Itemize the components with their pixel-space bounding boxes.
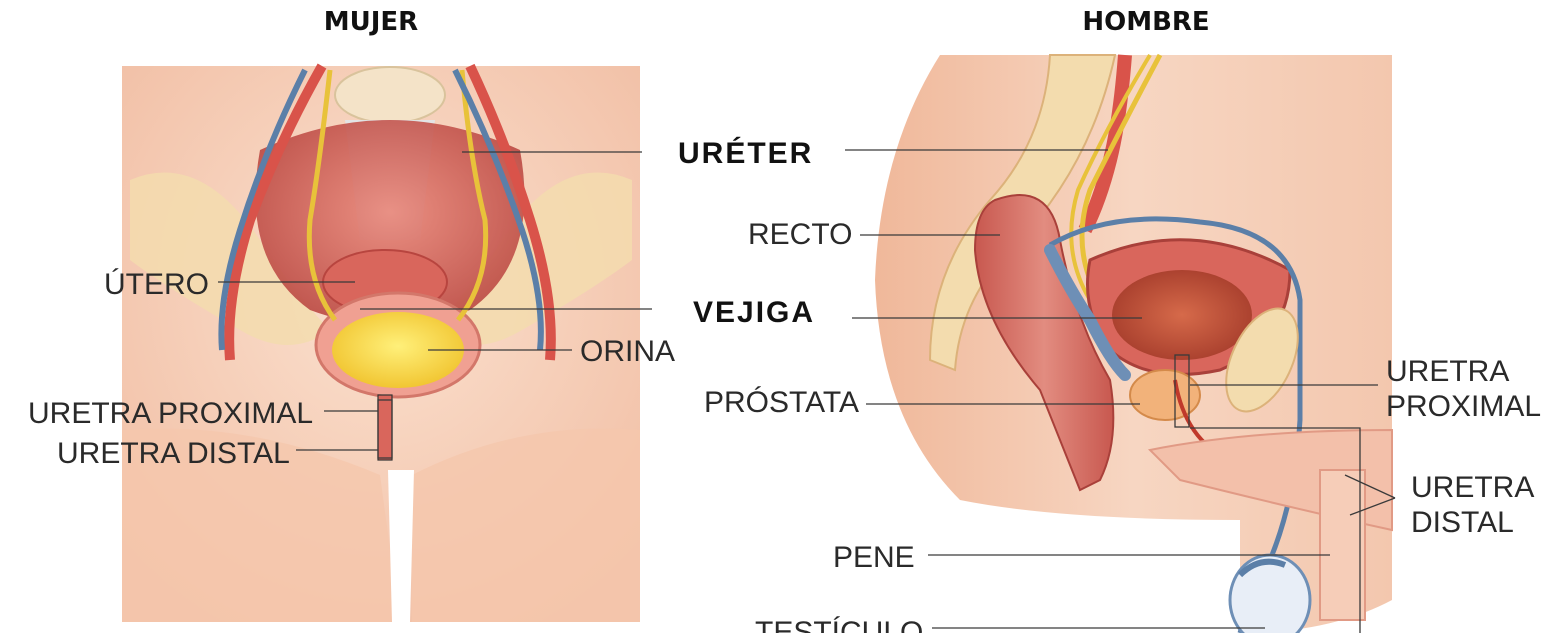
male-pubic-bone bbox=[1225, 307, 1299, 413]
label-male-uretra-proximal-2: PROXIMAL bbox=[1386, 390, 1541, 423]
female-vertebra bbox=[334, 66, 446, 124]
female-urine bbox=[332, 312, 464, 388]
male-urethra-proximal-box bbox=[1174, 354, 1190, 428]
female-gap bbox=[388, 470, 414, 622]
female-vein-right bbox=[452, 68, 544, 351]
label-female-uretra-distal: URETRA DISTAL bbox=[57, 437, 290, 470]
male-ureter bbox=[1079, 53, 1163, 302]
male-illustration bbox=[875, 53, 1393, 633]
male-penis-shaft bbox=[1319, 469, 1366, 621]
female-leaders bbox=[218, 151, 652, 459]
label-male-uretra-distal-2: DISTAL bbox=[1411, 506, 1514, 539]
label-testiculo: TESTÍCULO bbox=[755, 616, 923, 633]
female-pelvic-muscle bbox=[255, 120, 525, 325]
male-leaders bbox=[845, 149, 1396, 633]
label-pene: PENE bbox=[833, 541, 915, 574]
female-artery-right bbox=[465, 63, 556, 361]
male-epididymis bbox=[1237, 558, 1287, 578]
male-artery bbox=[1078, 54, 1132, 234]
label-ureter: URÉTER bbox=[678, 136, 813, 170]
female-ureter-right bbox=[456, 69, 489, 322]
female-thigh-left bbox=[122, 428, 400, 622]
label-orina: ORINA bbox=[580, 335, 675, 368]
female-illustration bbox=[122, 63, 640, 622]
label-recto: RECTO bbox=[748, 218, 852, 251]
label-prostata: PRÓSTATA bbox=[704, 386, 859, 419]
male-seminal-vesicle bbox=[1044, 244, 1131, 381]
label-male-uretra-distal-1: URETRA bbox=[1411, 471, 1534, 504]
male-ureter-2 bbox=[1069, 53, 1152, 302]
male-testicle bbox=[1228, 553, 1312, 633]
female-artery-left bbox=[224, 63, 327, 361]
label-male-uretra-proximal-1: URETRA bbox=[1386, 355, 1509, 388]
female-urethra bbox=[377, 394, 393, 461]
female-title: MUJER bbox=[324, 7, 418, 37]
female-ureter-left bbox=[306, 69, 338, 322]
label-vejiga: VEJIGA bbox=[693, 296, 815, 329]
female-thigh-right bbox=[412, 428, 640, 622]
female-vein-left bbox=[218, 68, 308, 351]
label-utero: ÚTERO bbox=[104, 268, 209, 301]
male-bladder-lumen bbox=[1112, 270, 1252, 360]
male-title: HOMBRE bbox=[1082, 7, 1209, 37]
label-female-uretra-proximal: URETRA PROXIMAL bbox=[28, 397, 313, 430]
